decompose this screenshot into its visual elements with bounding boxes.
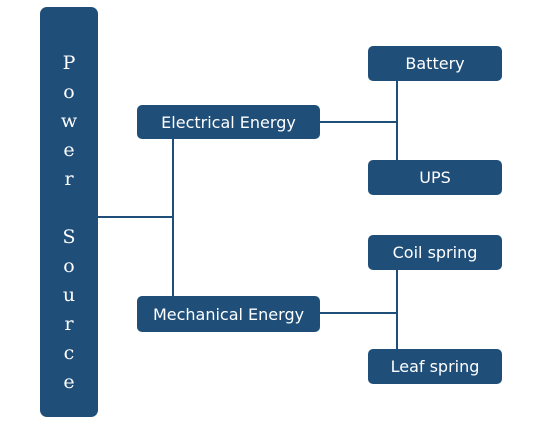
connector-root-to-trunk <box>98 216 174 218</box>
node-mechanical-energy: Mechanical Energy <box>137 296 320 332</box>
node-electrical-energy: Electrical Energy <box>137 105 320 139</box>
connector-electrical-children-vertical <box>396 80 398 161</box>
connector-mechanical-children-vertical <box>396 269 398 350</box>
node-battery: Battery <box>368 46 502 81</box>
root-label-char: S <box>62 226 76 248</box>
root-label-char: o <box>63 255 75 277</box>
root-label-char: r <box>64 313 74 335</box>
root-label-char: w <box>60 110 78 132</box>
node-ups: UPS <box>368 160 502 195</box>
node-leaf-spring: Leaf spring <box>368 349 502 384</box>
root-label-char: r <box>64 168 74 190</box>
root-label-char: o <box>63 81 75 103</box>
connector-mechanical-to-children <box>320 312 397 314</box>
connector-trunk-vertical <box>172 138 174 298</box>
root-label-char <box>61 194 77 223</box>
root-label-char: e <box>63 371 75 393</box>
root-label-char: c <box>63 342 75 364</box>
root-label-char: e <box>63 139 75 161</box>
connector-electrical-to-children <box>320 121 397 123</box>
node-coil-spring: Coil spring <box>368 235 502 270</box>
root-label-char: u <box>62 284 76 306</box>
root-label-char: P <box>62 52 76 74</box>
